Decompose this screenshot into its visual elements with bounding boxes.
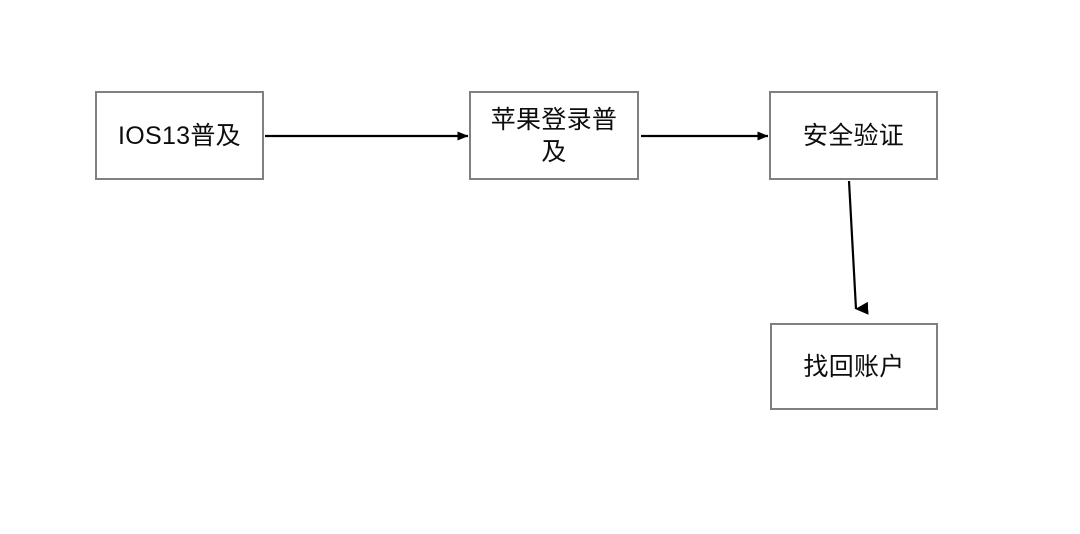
node-ios13-label: IOS13普及 (118, 121, 241, 150)
node-apple-login[interactable]: 苹果登录普及 (469, 91, 639, 180)
node-security-verify[interactable]: 安全验证 (769, 91, 938, 180)
node-ios13[interactable]: IOS13普及 (95, 91, 264, 180)
edge-security-verify-to-recover-account (847, 180, 869, 315)
node-recover-account[interactable]: 找回账户 (770, 323, 938, 410)
node-apple-login-label: 苹果登录普及 (490, 105, 618, 166)
node-recover-account-label: 找回账户 (803, 352, 905, 381)
node-security-verify-label: 安全验证 (802, 121, 905, 150)
